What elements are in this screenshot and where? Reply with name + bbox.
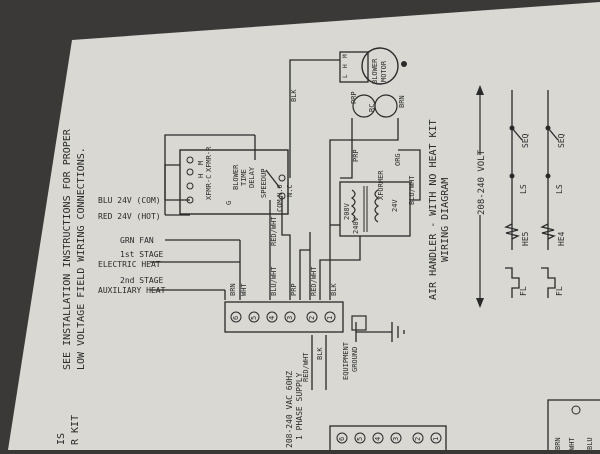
motor-prp: PRP <box>350 91 358 104</box>
bottom-terminal-strip: 6 5 4 3 2 1 <box>329 425 447 453</box>
left-fragment-2: R KIT <box>70 415 81 445</box>
note-see-line1: SEE INSTALLATION INSTRUCTIONS FOR PROPER <box>62 128 73 370</box>
ground-label-1: EQUIPMENT <box>342 341 350 380</box>
main-wiring <box>224 59 421 390</box>
left-fragment-1: IS <box>56 433 67 445</box>
terminal-1: 1 <box>326 316 334 320</box>
xformer-org: ORG <box>394 153 402 166</box>
bottom-terminal-3: 3 <box>392 437 400 441</box>
fl-1-label: FL <box>519 286 528 296</box>
blower-time-delay-relay: M H XFMR-R XFMR-C G BLOWER TIME DELAY SP… <box>179 146 294 215</box>
supply-red-wht: RED/WHT <box>302 352 310 382</box>
wire-blk-motor: BLK <box>290 89 298 102</box>
motor-m: M <box>342 54 349 58</box>
page-title: AIR HANDLER - WITH NO HEAT KIT <box>428 119 439 300</box>
terminal-5: 5 <box>250 316 258 320</box>
xformer-208v: 208V <box>343 202 351 220</box>
motor-brn: BRN <box>398 95 406 108</box>
relay-xfmr-c: XFMR-C <box>205 175 213 200</box>
he5-label: HE5 <box>521 231 530 246</box>
terminal-strip: 6 5 4 3 2 1 <box>224 301 344 333</box>
wire-blu-wht: BLU/WHT <box>270 266 278 296</box>
wire-blk: BLK <box>330 283 338 296</box>
equipment-ground: EQUIPMENT GROUND <box>342 315 367 380</box>
ls-1-label: LS <box>519 184 528 194</box>
motor-h: H <box>342 64 349 68</box>
xformer-24v: 24V <box>391 199 399 212</box>
bottom-terminal-6: 6 <box>338 437 346 441</box>
relay-nc: N.C <box>286 184 294 197</box>
relay-xfmr-r: XFMR-R <box>205 146 213 172</box>
wire-label-grn-fan: GRN FAN <box>120 236 154 245</box>
wire-label-auxiliary-heat: AUXILIARY HEAT <box>98 286 166 295</box>
wire-label-1st-stage: 1st STAGE <box>120 250 164 259</box>
bottom-terminal-4: 4 <box>374 437 382 441</box>
wire-label-2nd-stage: 2nd STAGE <box>120 276 164 285</box>
xformer-240v: 240V <box>352 216 360 234</box>
wire-wht: WHT <box>240 283 248 296</box>
voltage-label: 208-240 VOLT <box>477 149 487 215</box>
field-wiring-note: SEE INSTALLATION INSTRUCTIONS FOR PROPER… <box>62 128 87 370</box>
he4-label: HE4 <box>557 231 566 246</box>
terminal-6: 6 <box>232 316 240 320</box>
relay-m: M <box>197 161 205 165</box>
motor-rc: RC <box>368 104 376 112</box>
wire-label-red-24v: RED 24V (HOT) <box>98 212 161 221</box>
wire-brn: BRN <box>229 283 237 296</box>
field-wire-labels: BLU 24V (COM) RED 24V (HOT) GRN FAN 1st … <box>98 196 166 295</box>
motor-label-2: MOTOR <box>380 60 388 82</box>
wire-label-blu-24v: BLU 24V (COM) <box>98 196 161 205</box>
wire-red-wht-xfmr: RED/WHT <box>270 216 278 246</box>
power-supply-label: 208-240 VAC 60HZ 1 PHASE SUPPLY <box>285 371 304 448</box>
relay-name-3: DELAY <box>248 166 256 188</box>
seq-2-label: SEQ <box>557 133 566 148</box>
terminal-3: 3 <box>286 316 294 320</box>
diagram-title: AIR HANDLER - WITH NO HEAT KIT WIRING DI… <box>428 119 451 300</box>
bottom-right-brn: BRN <box>554 437 562 450</box>
note-see-line2: LOW VOLTAGE FIELD WIRING CONNECTIONS. <box>76 147 87 370</box>
bottom-terminal-5: 5 <box>356 437 364 441</box>
bottom-right-blu: BLU <box>586 437 594 450</box>
bottom-right-wht: WHT <box>568 437 576 450</box>
xformer-blu-wht: BLU/WHT <box>408 175 416 205</box>
left-fragment-note: IS R KIT <box>56 415 81 445</box>
paper-sheet <box>8 2 600 450</box>
relay-no: N.O <box>276 184 284 197</box>
fl-2-label: FL <box>555 286 564 296</box>
xformer-label: XFORMER <box>377 170 385 200</box>
heater-section: 208-240 VOLT SEQ SEQ LS LS HE5 HE4 FL <box>470 85 566 308</box>
wire-red-wht: RED/WHT <box>310 266 318 296</box>
wire-prp: PRP <box>290 283 298 296</box>
relay-h: H <box>197 174 205 178</box>
transformer: XFORMER 208V 240V 24V ORG BLU/WHT PRP <box>339 149 416 237</box>
bottom-terminal-2: 2 <box>414 437 422 441</box>
wire-labels: BLK RED/WHT BRN WHT BLU/WHT PRP RED/WHT … <box>229 89 338 382</box>
supply-blk: BLK <box>316 347 324 360</box>
relay-com: COM <box>276 199 284 212</box>
relay-name-2: TIME <box>240 169 248 186</box>
relay-g: G <box>225 201 233 205</box>
ground-label-2: GROUND <box>351 347 359 372</box>
supply-line-1: 208-240 VAC 60HZ <box>285 371 294 448</box>
seq-1-label: SEQ <box>521 133 530 148</box>
blower-motor: BLOWER MOTOR M H L RC BRN PRP <box>339 47 407 118</box>
terminal-2: 2 <box>308 316 316 320</box>
wire-label-electric-heat: ELECTRIC HEAT <box>98 260 161 269</box>
page-subtitle: WIRING DIAGRAM <box>440 178 451 262</box>
xformer-prp: PRP <box>352 149 360 162</box>
relay-speedup: SPEEDUP <box>260 168 268 198</box>
motor-l: L <box>342 74 349 78</box>
bottom-terminal-1: 1 <box>432 437 440 441</box>
supply-line-2: 1 PHASE SUPPLY <box>295 372 304 440</box>
motor-label-1: BLOWER <box>371 58 379 84</box>
ls-2-label: LS <box>555 184 564 194</box>
relay-name-1: BLOWER <box>232 164 240 190</box>
field-wires <box>150 134 255 291</box>
terminal-4: 4 <box>268 316 276 320</box>
